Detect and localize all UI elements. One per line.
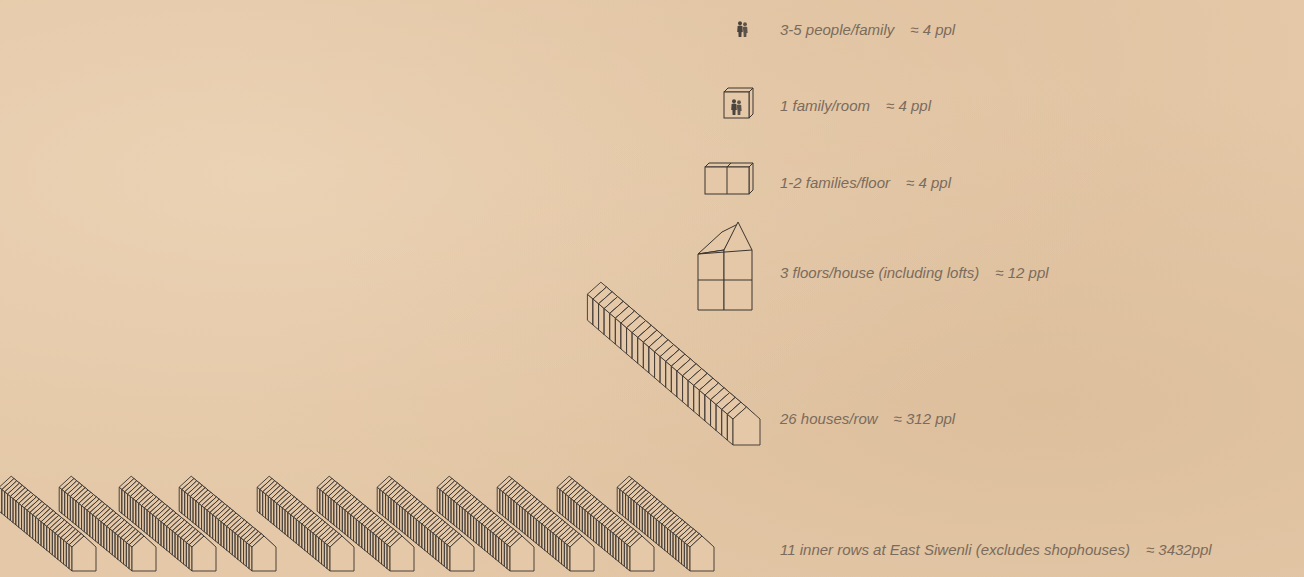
count-text: ≈ 4 ppl	[906, 174, 951, 191]
house-row	[497, 476, 594, 571]
house-row	[317, 476, 414, 571]
house-rows	[0, 282, 760, 571]
count-text: ≈ 4 ppl	[886, 97, 931, 114]
caption-row: 1 family/room ≈ 4 ppl	[780, 97, 931, 114]
description-text: 1 family/room	[780, 97, 870, 114]
caption-row: 3-5 people/family ≈ 4 ppl	[780, 21, 955, 38]
house-face	[733, 407, 760, 445]
house-row	[59, 476, 156, 571]
house-row	[179, 476, 276, 571]
count-text: ≈ 312 ppl	[894, 410, 956, 427]
house-row	[0, 476, 96, 571]
caption-row: 26 houses/row ≈ 312 ppl	[780, 410, 955, 427]
house-face	[72, 536, 96, 571]
description-text: 11 inner rows at East Siwenli (excludes …	[780, 541, 1130, 558]
house-face	[450, 536, 474, 571]
house-face	[252, 536, 276, 571]
house-face	[330, 536, 354, 571]
people-icon	[737, 21, 747, 37]
description-text: 1-2 families/floor	[780, 174, 890, 191]
house-face	[390, 536, 414, 571]
house-face	[570, 536, 594, 571]
house-row	[119, 476, 216, 571]
floor-icon	[705, 163, 753, 194]
house-row	[587, 282, 760, 445]
house-face	[132, 536, 156, 571]
house-row	[557, 476, 654, 571]
house-icon	[698, 222, 752, 310]
caption-row: 11 inner rows at East Siwenli (excludes …	[780, 541, 1212, 558]
count-text: ≈ 12 ppl	[995, 264, 1048, 281]
house-face	[192, 536, 216, 571]
description-text: 3 floors/house (including lofts)	[780, 264, 979, 281]
room-icon	[724, 88, 753, 118]
house-row	[617, 476, 714, 571]
description-text: 3-5 people/family	[780, 21, 894, 38]
house-row	[437, 476, 534, 571]
count-text: ≈ 4 ppl	[910, 21, 955, 38]
count-text: ≈ 3432ppl	[1146, 541, 1212, 558]
house-row	[377, 476, 474, 571]
house-face	[690, 536, 714, 571]
caption-row: 3 floors/house (including lofts) ≈ 12 ppl	[780, 264, 1049, 281]
house-face	[510, 536, 534, 571]
house-face	[630, 536, 654, 571]
description-text: 26 houses/row	[780, 410, 878, 427]
caption-row: 1-2 families/floor ≈ 4 ppl	[780, 174, 951, 191]
